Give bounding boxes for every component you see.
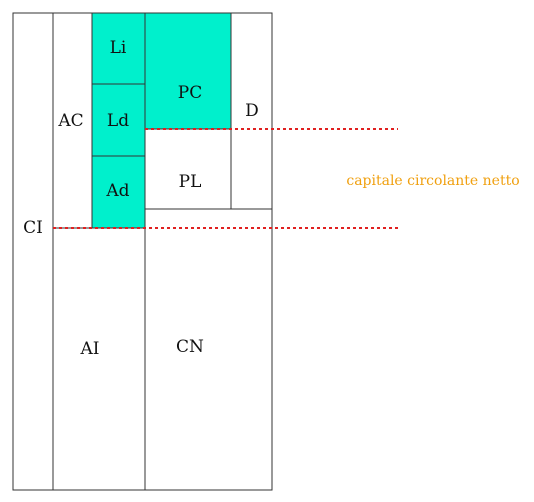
label-ld: Ld [107,111,129,131]
label-cn: CN [176,337,204,357]
label-ad: Ad [105,181,129,201]
label-pl: PL [179,172,202,192]
label-ai: AI [80,339,100,359]
diagram-frame [12,12,273,491]
ld-box [91,83,146,157]
annotation-capitale-circolante-netto: capitale circolante netto [346,173,519,189]
pc-box [144,12,232,130]
ad-box [91,155,146,229]
li-box [91,12,146,85]
label-li: Li [110,38,127,58]
label-d: D [245,101,259,121]
label-ci: CI [23,218,43,238]
label-ac: AC [57,111,83,131]
label-pc: PC [178,83,202,103]
ci-column [12,12,54,491]
